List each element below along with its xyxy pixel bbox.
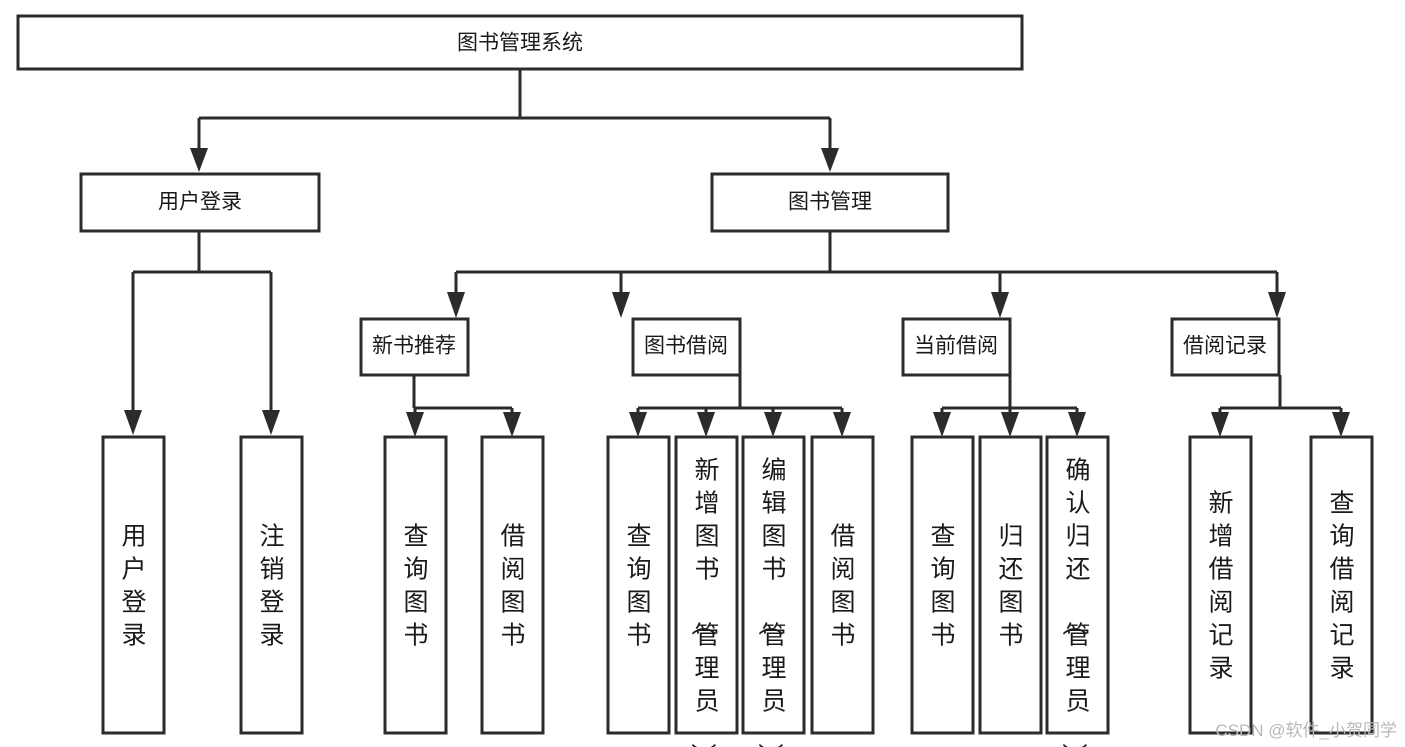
node-leaf-query-book-2-label: 查询图书 [626,523,651,650]
node-book-management[interactable]: 图书管理 [710,172,950,233]
connector-current-borrow-bus [940,375,1079,415]
node-root-box[interactable] [16,14,1024,71]
node-leaf-query-book-2[interactable]: 查询图书 [606,435,671,735]
arrow-to-borrow-record [1268,292,1286,318]
node-leaf-add-book[interactable]: 新增图书（管理员） [674,435,739,747]
node-borrow-record-box[interactable] [1170,317,1281,377]
node-leaf-user-login-label: 用户登录 [121,523,146,650]
arrow-to-leaf-query-book-2 [629,412,647,437]
node-leaf-add-record-label: 新增借阅记录 [1208,490,1233,683]
node-leaf-edit-book-label: 编辑图书（管理员） [755,457,786,747]
csdn-watermark: CSDN @软件_小贺同学 [1215,721,1397,740]
arrow-to-leaf-user-login [124,410,142,435]
node-leaf-query-record[interactable]: 查询借阅记录 [1309,435,1374,735]
connector-borrow-record-bus [1218,375,1343,415]
node-leaf-user-login-box[interactable] [101,435,166,735]
node-borrow-record-label: 借阅记录 [1183,335,1267,358]
node-leaf-borrow-book-1-label: 借阅图书 [500,523,525,650]
node-leaf-edit-book[interactable]: 编辑图书（管理员） [741,435,806,747]
node-leaf-add-record-box[interactable] [1188,435,1253,735]
arrow-to-book-borrow [612,292,630,318]
connector-new-book-recommend-bus [412,375,514,415]
node-leaf-query-book-3[interactable]: 查询图书 [910,435,975,735]
node-leaf-borrow-book-2[interactable]: 借阅图书 [810,435,875,735]
node-leaf-query-book-3-box[interactable] [910,435,975,735]
arrow-to-leaf-borrow-book-1 [503,412,521,437]
node-current-borrow-box[interactable] [901,317,1012,377]
arrow-to-new-book-recommend [447,292,465,318]
node-leaf-add-record[interactable]: 新增借阅记录 [1188,435,1253,735]
node-leaf-borrow-book-2-box[interactable] [810,435,875,735]
node-leaf-borrow-book-1-box[interactable] [480,435,545,735]
leaf-nodes-layer: 用户登录 注销登录 查询图书 借阅图书 查询图书 新增图书（管理员） [101,435,1374,747]
arrow-to-leaf-edit-book [764,412,782,437]
node-new-book-recommend[interactable]: 新书推荐 [359,317,470,377]
node-root[interactable]: 图书管理系统 [16,14,1024,71]
node-root-label: 图书管理系统 [457,32,583,55]
node-leaf-confirm-return-box[interactable] [1045,435,1110,735]
node-leaf-query-record-box[interactable] [1309,435,1374,735]
node-leaf-query-record-label: 查询借阅记录 [1329,490,1354,683]
node-leaf-confirm-return[interactable]: 确认归还（管理员） [1045,435,1110,747]
node-user-login-label: 用户登录 [158,191,242,214]
arrow-to-leaf-borrow-book-2 [833,412,851,437]
node-book-management-label: 图书管理 [788,191,872,214]
connectors-layer [124,69,1350,437]
node-book-borrow[interactable]: 图书借阅 [631,317,742,377]
node-book-borrow-label: 图书借阅 [644,335,728,358]
node-leaf-add-book-box[interactable] [674,435,739,735]
node-leaf-confirm-return-label: 确认归还（管理员） [1059,457,1090,747]
node-new-book-recommend-box[interactable] [359,317,470,377]
node-leaf-return-book-label: 归还图书 [998,523,1023,650]
node-user-login[interactable]: 用户登录 [79,172,321,233]
arrow-to-leaf-query-record [1332,412,1350,437]
node-leaf-logout-login-label: 注销登录 [259,523,284,650]
node-new-book-recommend-label: 新书推荐 [372,335,456,358]
node-leaf-borrow-book-1[interactable]: 借阅图书 [480,435,545,735]
arrow-to-current-borrow [991,292,1009,318]
node-leaf-borrow-book-2-label: 借阅图书 [830,523,855,650]
node-leaf-logout-login[interactable]: 注销登录 [239,435,304,735]
node-leaf-return-book-box[interactable] [978,435,1043,735]
arrow-to-book-management [821,148,839,172]
node-book-borrow-box[interactable] [631,317,742,377]
node-leaf-query-book-1[interactable]: 查询图书 [383,435,448,735]
node-leaf-user-login[interactable]: 用户登录 [101,435,166,735]
arrow-to-leaf-return-book [1001,412,1019,437]
connector-user-login-bus [131,231,273,410]
node-leaf-return-book[interactable]: 归还图书 [978,435,1043,735]
node-leaf-query-book-1-box[interactable] [383,435,448,735]
arrow-to-leaf-add-record [1211,412,1229,437]
arrow-to-leaf-query-book-3 [933,412,951,437]
arrow-to-leaf-confirm-return [1068,412,1086,437]
node-leaf-add-book-label: 新增图书（管理员） [688,457,719,747]
connector-book-management-bus [454,231,1279,292]
connector-book-borrow-bus [636,375,844,415]
node-user-login-box[interactable] [79,172,321,233]
arrow-to-leaf-query-book-1 [406,412,424,437]
node-current-borrow-label: 当前借阅 [914,335,998,358]
node-leaf-edit-book-box[interactable] [741,435,806,735]
node-leaf-query-book-1-label: 查询图书 [403,523,428,650]
node-borrow-record[interactable]: 借阅记录 [1170,317,1281,377]
node-current-borrow[interactable]: 当前借阅 [901,317,1012,377]
arrow-to-user-login [190,148,208,172]
connector-root-bus [197,69,832,150]
node-leaf-query-book-3-label: 查询图书 [930,523,955,650]
arrow-to-leaf-logout-login [262,410,280,435]
arrow-to-leaf-add-book [697,412,715,437]
node-book-management-box[interactable] [710,172,950,233]
node-leaf-query-book-2-box[interactable] [606,435,671,735]
node-leaf-logout-login-box[interactable] [239,435,304,735]
